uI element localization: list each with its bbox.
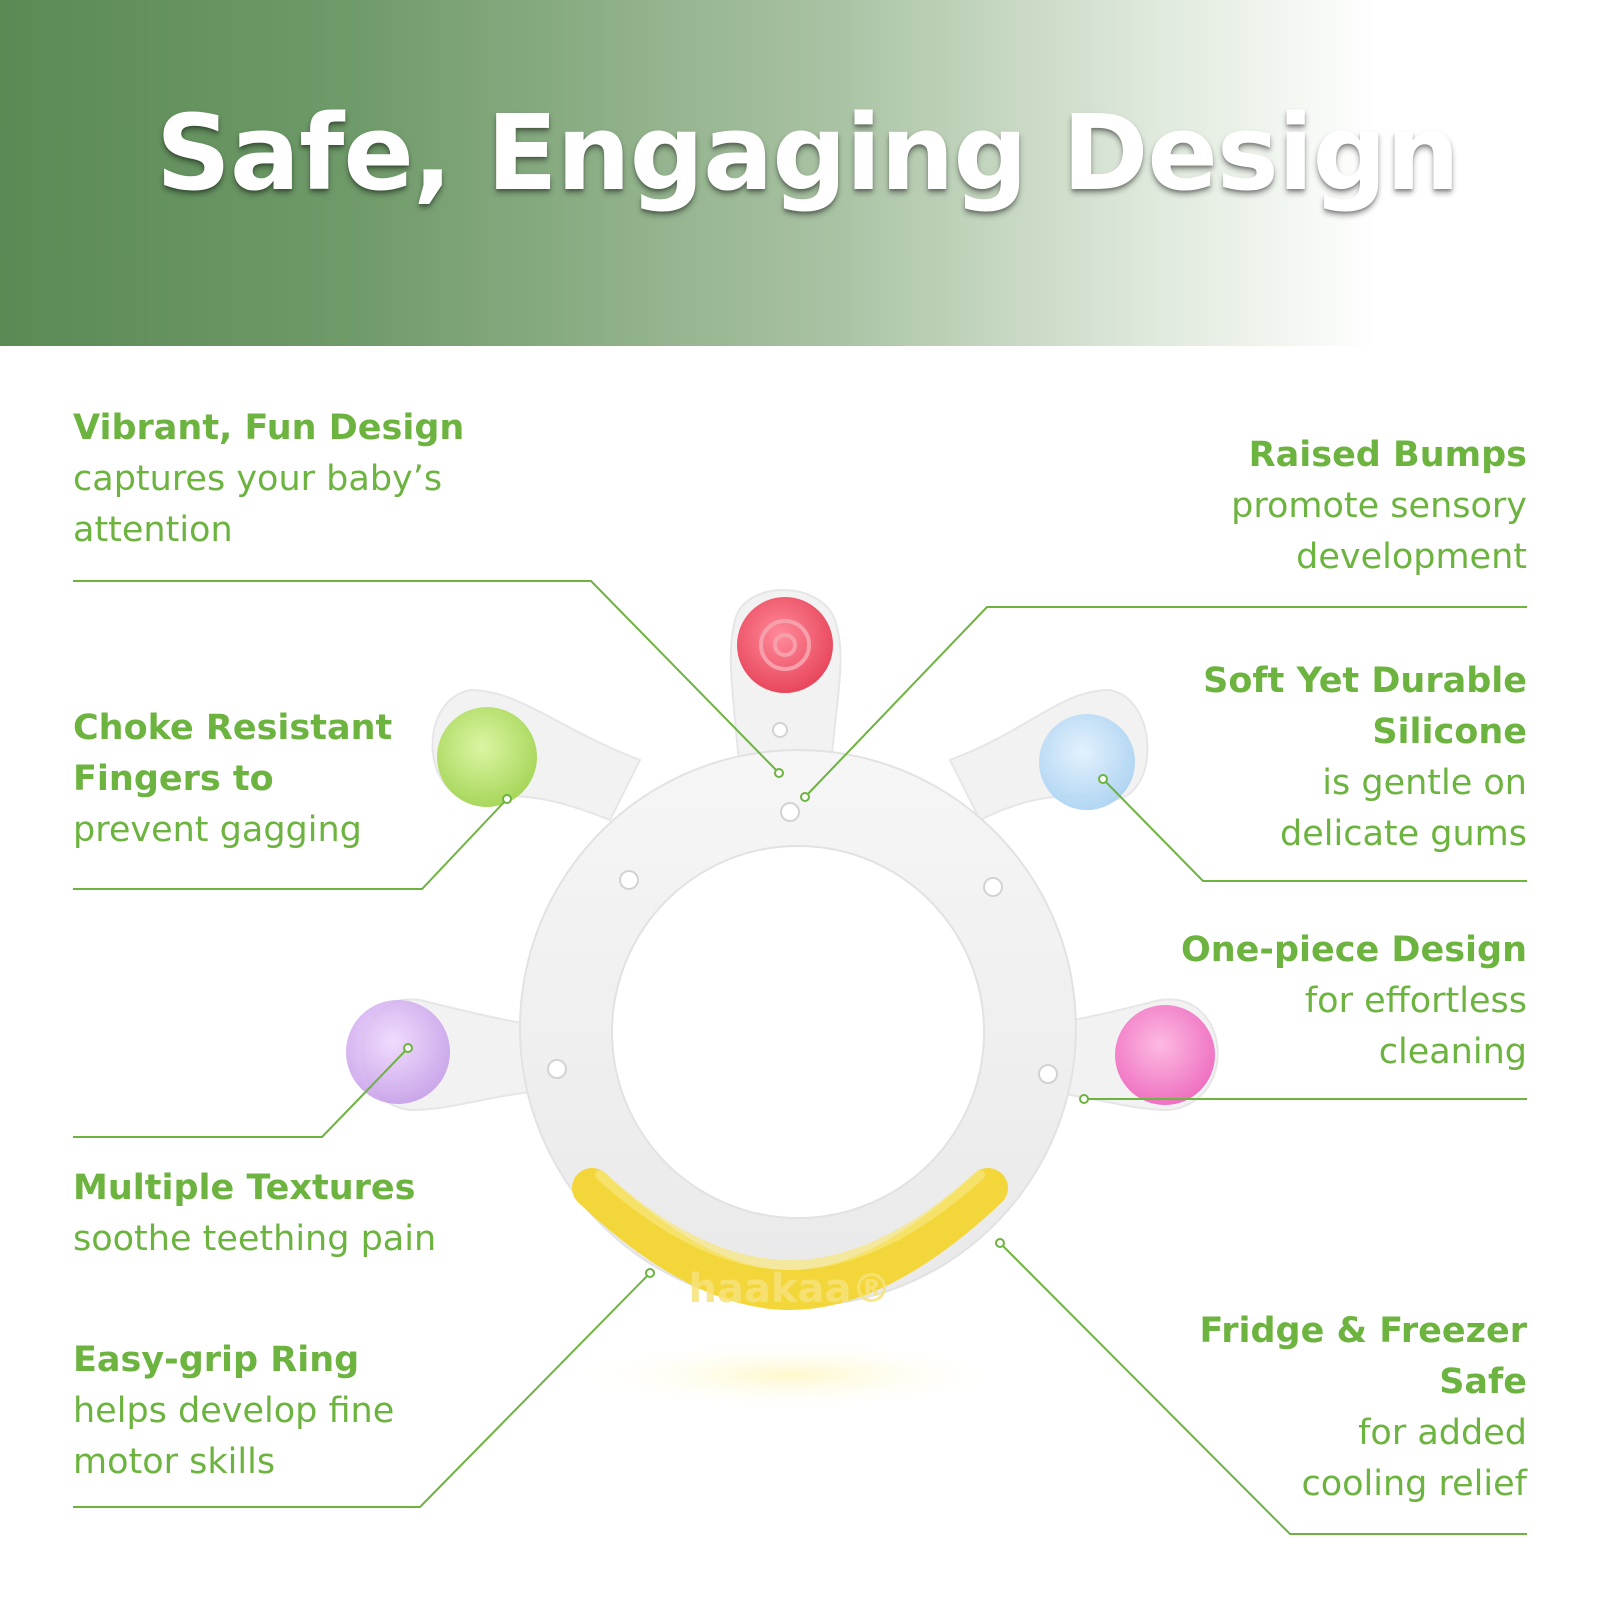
callout-grip-desc-2: motor skills: [73, 1442, 276, 1482]
haakaa-logo: haakaa®: [688, 1266, 891, 1312]
header-banner: [0, 0, 1600, 346]
callout-fridge-heading-2: Safe: [1439, 1362, 1527, 1402]
leader-dot: [403, 1043, 413, 1053]
reflection-glow: [570, 1340, 1010, 1410]
callout-onepiece-heading: One-piece Design: [1181, 930, 1527, 970]
callout-silicone-heading-2: Silicone: [1372, 712, 1527, 752]
ball-red: [737, 597, 833, 693]
callout-silicone: Soft Yet Durable Silicone is gentle on d…: [1203, 656, 1527, 860]
callout-bumps: Raised Bumps promote sensory development: [1231, 430, 1527, 583]
callout-grip-desc-1: helps develop fine: [73, 1391, 395, 1431]
callout-vibrant-desc-1: captures your baby’s: [73, 459, 443, 499]
leader-line-grip: [73, 1272, 651, 1508]
callout-onepiece-desc-2: cleaning: [1378, 1032, 1527, 1072]
callout-vibrant: Vibrant, Fun Design captures your baby’s…: [73, 403, 464, 556]
leader-line-textures: [73, 1047, 409, 1138]
leader-dot: [995, 1238, 1005, 1248]
leader-dot: [502, 794, 512, 804]
callout-textures-desc-1: soothe teething pain: [73, 1219, 437, 1259]
callout-grip: Easy-grip Ring helps develop fine motor …: [73, 1335, 394, 1488]
callout-silicone-desc-1: is gentle on: [1322, 763, 1527, 803]
bump: [619, 870, 639, 890]
leader-line-bumps: [804, 606, 1527, 798]
ball-pink: [1115, 1005, 1215, 1105]
bump: [1038, 1064, 1058, 1084]
callout-choke-heading-1: Choke Resistant: [73, 708, 393, 748]
callout-choke: Choke Resistant Fingers to prevent gaggi…: [73, 703, 392, 856]
bump: [983, 877, 1003, 897]
callout-choke-desc-1: prevent gagging: [73, 810, 362, 850]
bump: [780, 802, 800, 822]
leader-dot: [800, 792, 810, 802]
leader-line-fridge: [999, 1242, 1527, 1535]
leader-dot: [645, 1268, 655, 1278]
leader-line-vibrant: [73, 580, 780, 774]
callout-silicone-desc-2: delicate gums: [1280, 814, 1527, 854]
callout-fridge: Fridge & Freezer Safe for added cooling …: [1200, 1306, 1527, 1510]
callout-grip-heading: Easy-grip Ring: [73, 1340, 360, 1380]
callout-onepiece: One-piece Design for effortless cleaning: [1181, 925, 1527, 1078]
teether-ring: [519, 749, 1077, 1307]
callout-silicone-heading-1: Soft Yet Durable: [1203, 661, 1527, 701]
callout-choke-heading-2: Fingers to: [73, 759, 274, 799]
leader-dot: [1098, 774, 1108, 784]
ball-purple: [346, 1000, 450, 1104]
leader-line-silicone: [1102, 778, 1527, 882]
leader-line-choke: [73, 798, 508, 890]
ball-green: [437, 707, 537, 807]
yellow-grip: [572, 1168, 1008, 1311]
callout-textures-heading: Multiple Textures: [73, 1168, 416, 1208]
callout-fridge-desc-2: cooling relief: [1301, 1464, 1527, 1504]
leader-dot: [774, 768, 784, 778]
callout-textures: Multiple Textures soothe teething pain: [73, 1163, 436, 1265]
callout-vibrant-heading: Vibrant, Fun Design: [73, 408, 465, 448]
callout-fridge-heading-1: Fridge & Freezer: [1199, 1311, 1527, 1351]
callout-onepiece-desc-1: for effortless: [1304, 981, 1527, 1021]
bump: [772, 722, 788, 738]
page-title: Safe, Engaging Design: [156, 92, 1460, 214]
bump: [547, 1059, 567, 1079]
callout-vibrant-desc-2: attention: [73, 510, 233, 550]
callout-bumps-desc-2: development: [1296, 537, 1527, 577]
leader-dot: [1079, 1094, 1089, 1104]
callout-fridge-desc-1: for added: [1358, 1413, 1527, 1453]
callout-bumps-heading: Raised Bumps: [1248, 435, 1527, 475]
callout-bumps-desc-1: promote sensory: [1231, 486, 1527, 526]
